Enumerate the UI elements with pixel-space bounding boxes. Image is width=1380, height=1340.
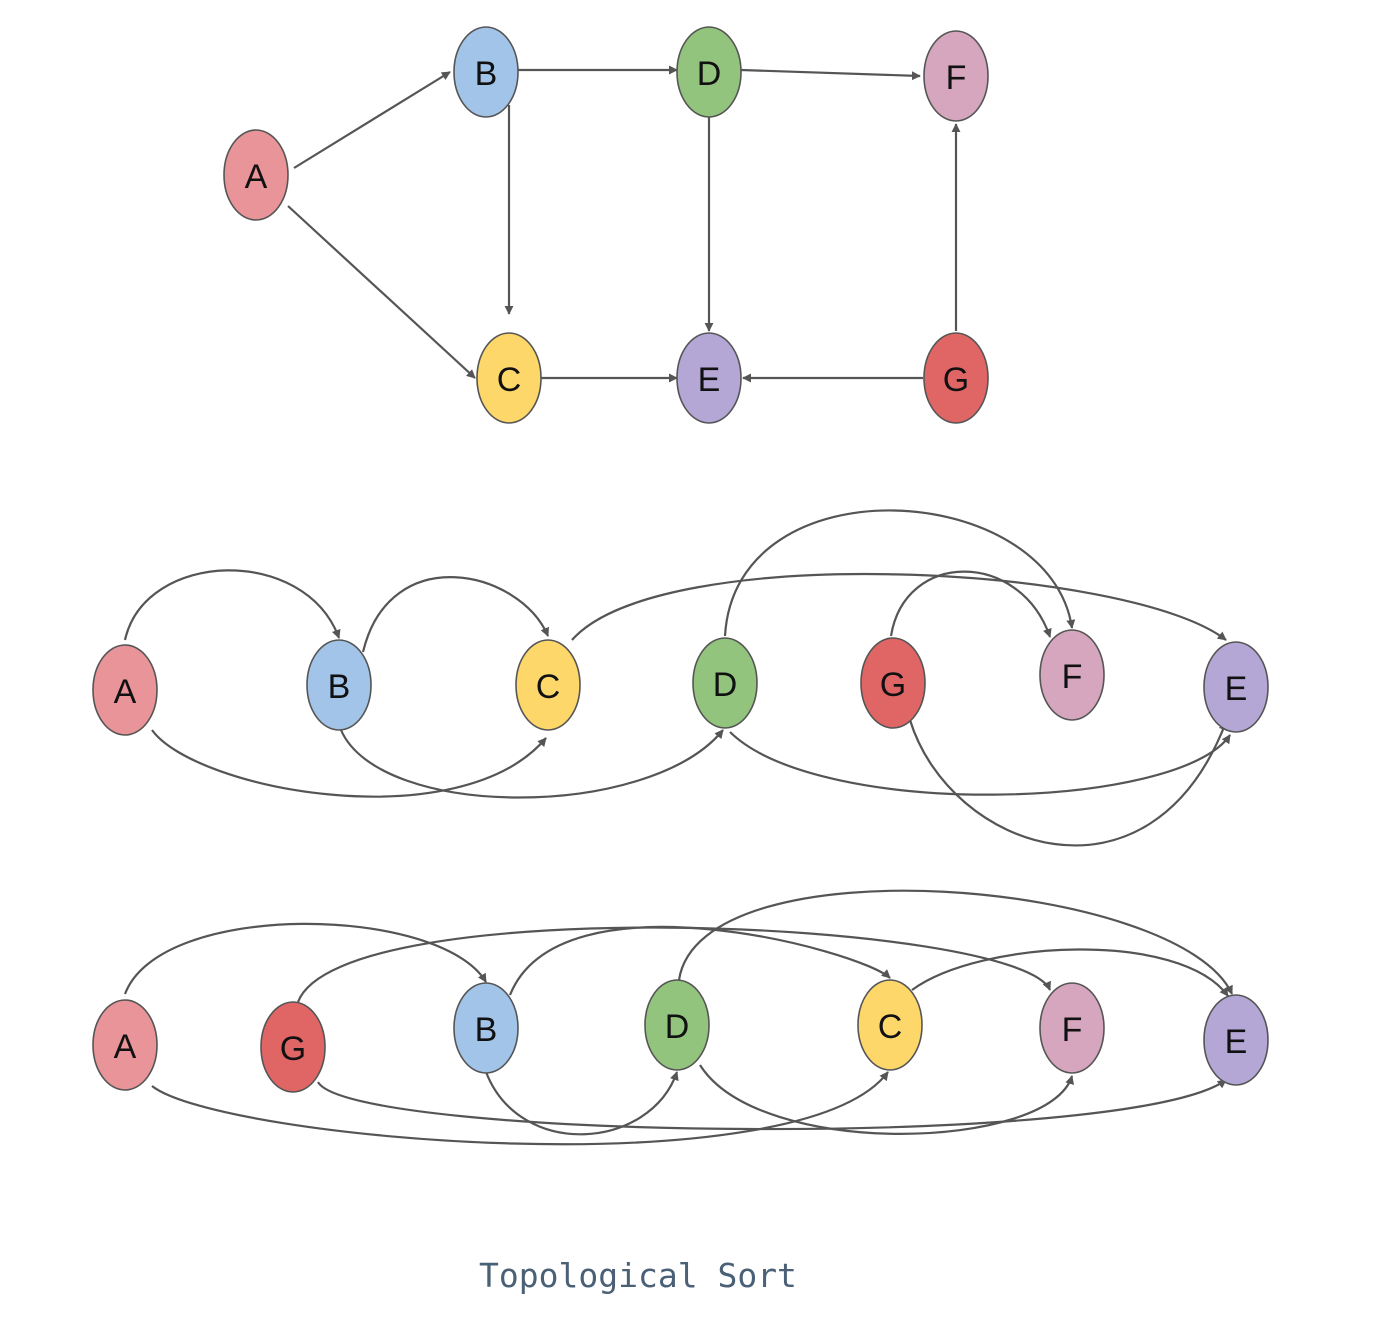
node-label: D [665,1008,690,1046]
node-circle [223,129,289,221]
node-label: E [1225,670,1248,708]
node-circle [92,999,158,1091]
topological-order-1-node-b: B [306,639,372,731]
topological-order-2-edge-b-c [508,925,891,996]
topological-order-1-node-c: C [515,639,581,731]
topological-order-2-edge-a-b [123,922,487,995]
node-circle [692,637,758,729]
topological-order-1-edge-a-c [151,729,547,798]
node-circle [1203,641,1269,733]
topological-order-1-node-e: E [1203,641,1269,733]
topological-order-2-node-d: D [644,979,710,1071]
node-circle [306,639,372,731]
topological-order-1-edge-b-c [361,576,550,653]
topological-order-2-node-g: G [260,1001,326,1093]
node-circle [644,979,710,1071]
node-label: A [114,1028,137,1066]
topological-order-1-node-f: F [1039,629,1105,721]
topological-order-2-edge-b-d [484,1071,679,1136]
topological-order-2-node-c: C [857,979,923,1071]
node-circle [260,1001,326,1093]
node-label: A [114,673,137,711]
topological-order-2-edge-a-c [151,1071,889,1146]
topological-order-1-edge-b-d [339,729,724,799]
node-circle [476,332,542,424]
original-graph-node-e: E [676,332,742,424]
topological-order-2-edge-c-e [911,948,1229,997]
topological-order-2-edge-g-f [296,926,1052,1003]
topological-order-1-edge-g-e [908,719,1228,847]
node-label: G [943,361,969,399]
topological-order-2-edge-d-e [677,889,1233,995]
node-label: B [475,55,498,93]
node-circle [860,637,926,729]
node-label: A [245,158,268,196]
topological-order-1-edge-d-f [723,509,1076,637]
original-graph-node-b: B [453,26,519,118]
node-circle [515,639,581,731]
original-graph-edge-d-f [740,68,921,81]
topological-order-1-edge-c-e [571,573,1227,641]
node-label: E [1225,1023,1248,1061]
original-graph-node-f: F [923,30,989,122]
node-label: F [946,59,967,97]
node-circle [676,332,742,424]
node-circle [453,982,519,1074]
topological-order-1-edge-a-b [123,569,341,641]
topological-order-1-node-d: D [692,637,758,729]
node-label: F [1062,658,1083,696]
topological-order-2-node-b: B [453,982,519,1074]
node-label: B [328,668,351,706]
topological-order-1-edge-g-f [889,570,1052,638]
node-label: B [475,1011,498,1049]
node-label: D [697,55,722,93]
node-label: G [280,1030,306,1068]
node-label: F [1062,1011,1083,1049]
original-graph-node-g: G [923,332,989,424]
node-circle [1039,629,1105,721]
topological-order-2-node-a: A [92,999,158,1091]
node-circle [857,979,923,1071]
original-graph-node-a: A [223,129,289,221]
node-circle [92,644,158,736]
node-label: D [713,666,738,704]
node-circle [923,30,989,122]
topological-order-2-node-e: E [1203,994,1269,1086]
diagram-caption: Topological Sort [479,1256,797,1295]
node-circle [676,26,742,118]
node-circle [1039,982,1105,1074]
original-graph-node-d: D [676,26,742,118]
original-graph-edge-a-b [293,71,451,169]
topological-order-1-node-a: A [92,644,158,736]
node-circle [453,26,519,118]
node-label: G [880,666,906,704]
original-graph-edge-a-c [287,205,476,379]
node-label: E [698,361,721,399]
node-circle [923,332,989,424]
topological-order-1-edge-d-e [729,731,1231,796]
node-circle [1203,994,1269,1086]
node-label: C [878,1008,903,1046]
topological-order-1-node-g: G [860,637,926,729]
node-label: C [536,668,561,706]
topological-order-2-edge-g-e [317,1079,1227,1131]
original-graph-node-c: C [476,332,542,424]
topological-order-2-node-f: F [1039,982,1105,1074]
topological-order-2-edge-d-f [699,1064,1074,1135]
node-label: C [497,361,522,399]
